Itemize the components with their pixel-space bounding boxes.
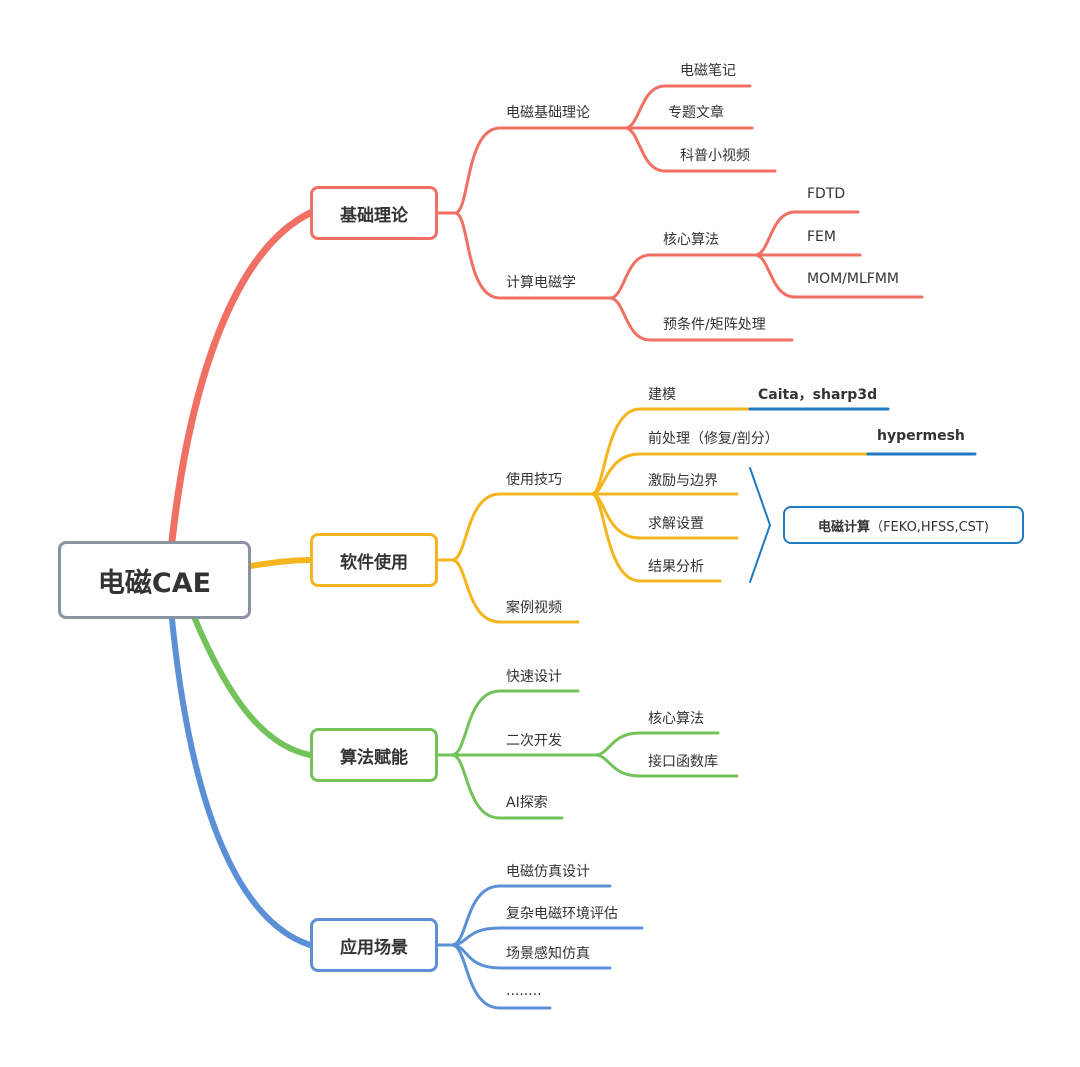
software-connectors xyxy=(436,407,977,624)
algorithm-connectors xyxy=(436,689,739,820)
em-solver-detail: （FEKO,HFSS,CST) xyxy=(870,519,989,535)
topic-algorithm[interactable]: 算法赋能 xyxy=(310,728,438,782)
leaf-em-simulation-design[interactable]: 电磁仿真设计 xyxy=(506,864,590,880)
connector-root-software xyxy=(248,557,313,569)
leaf-mom-mlfmm[interactable]: MOM/MLFMM xyxy=(807,271,899,287)
subtopic-ai-exploration[interactable]: AI探索 xyxy=(506,795,548,811)
leaf-fem[interactable]: FEM xyxy=(807,229,836,245)
leaf-scene-perception[interactable]: 场景感知仿真 xyxy=(506,946,590,962)
leaf-result-analysis[interactable]: 结果分析 xyxy=(648,559,704,575)
connector-root-application xyxy=(169,616,313,948)
leaf-em-notes[interactable]: 电磁笔记 xyxy=(680,63,736,79)
leaf-excitation-boundary[interactable]: 激励与边界 xyxy=(648,473,718,489)
leaf-interface-library[interactable]: 接口函数库 xyxy=(648,754,718,770)
theory-connectors xyxy=(436,84,924,342)
root-node[interactable]: 电磁CAE xyxy=(58,541,251,619)
leaf-more[interactable]: ........ xyxy=(506,983,542,999)
subtopic-em-basics[interactable]: 电磁基础理论 xyxy=(506,105,590,121)
tool-modeling[interactable]: Caita，sharp3d xyxy=(758,387,878,403)
subtopic-case-videos[interactable]: 案例视频 xyxy=(506,600,562,616)
topic-application[interactable]: 应用场景 xyxy=(310,918,438,972)
subtopic-fast-design[interactable]: 快速设计 xyxy=(506,669,562,685)
connector-root-theory xyxy=(168,209,314,545)
application-connectors xyxy=(436,884,644,1010)
em-solver-callout[interactable]: 电磁计算 （FEKO,HFSS,CST) xyxy=(783,506,1024,544)
subtopic-cem[interactable]: 计算电磁学 xyxy=(506,275,576,291)
leaf-preprocessing[interactable]: 前处理（修复/剖分） xyxy=(648,431,779,447)
subtopic-usage-tips[interactable]: 使用技巧 xyxy=(506,472,562,488)
subtopic-core-algorithms[interactable]: 核心算法 xyxy=(663,232,719,248)
connector-root-algorithm xyxy=(192,616,313,758)
leaf-modeling[interactable]: 建模 xyxy=(648,387,676,403)
leaf-science-videos[interactable]: 科普小视频 xyxy=(680,148,750,164)
leaf-complex-em-environment[interactable]: 复杂电磁环境评估 xyxy=(506,906,618,922)
leaf-fdtd[interactable]: FDTD xyxy=(807,186,846,202)
leaf-preconditioning[interactable]: 预条件/矩阵处理 xyxy=(663,317,766,333)
leaf-topic-articles[interactable]: 专题文章 xyxy=(668,105,724,121)
leaf-core-algorithms[interactable]: 核心算法 xyxy=(648,711,704,727)
subtopic-secondary-dev[interactable]: 二次开发 xyxy=(506,733,562,749)
tool-preprocessing[interactable]: hypermesh xyxy=(877,428,965,444)
topic-software[interactable]: 软件使用 xyxy=(310,533,438,587)
em-solver-label: 电磁计算 xyxy=(818,519,871,535)
topic-theory[interactable]: 基础理论 xyxy=(310,186,438,240)
leaf-solver-settings[interactable]: 求解设置 xyxy=(648,516,704,532)
